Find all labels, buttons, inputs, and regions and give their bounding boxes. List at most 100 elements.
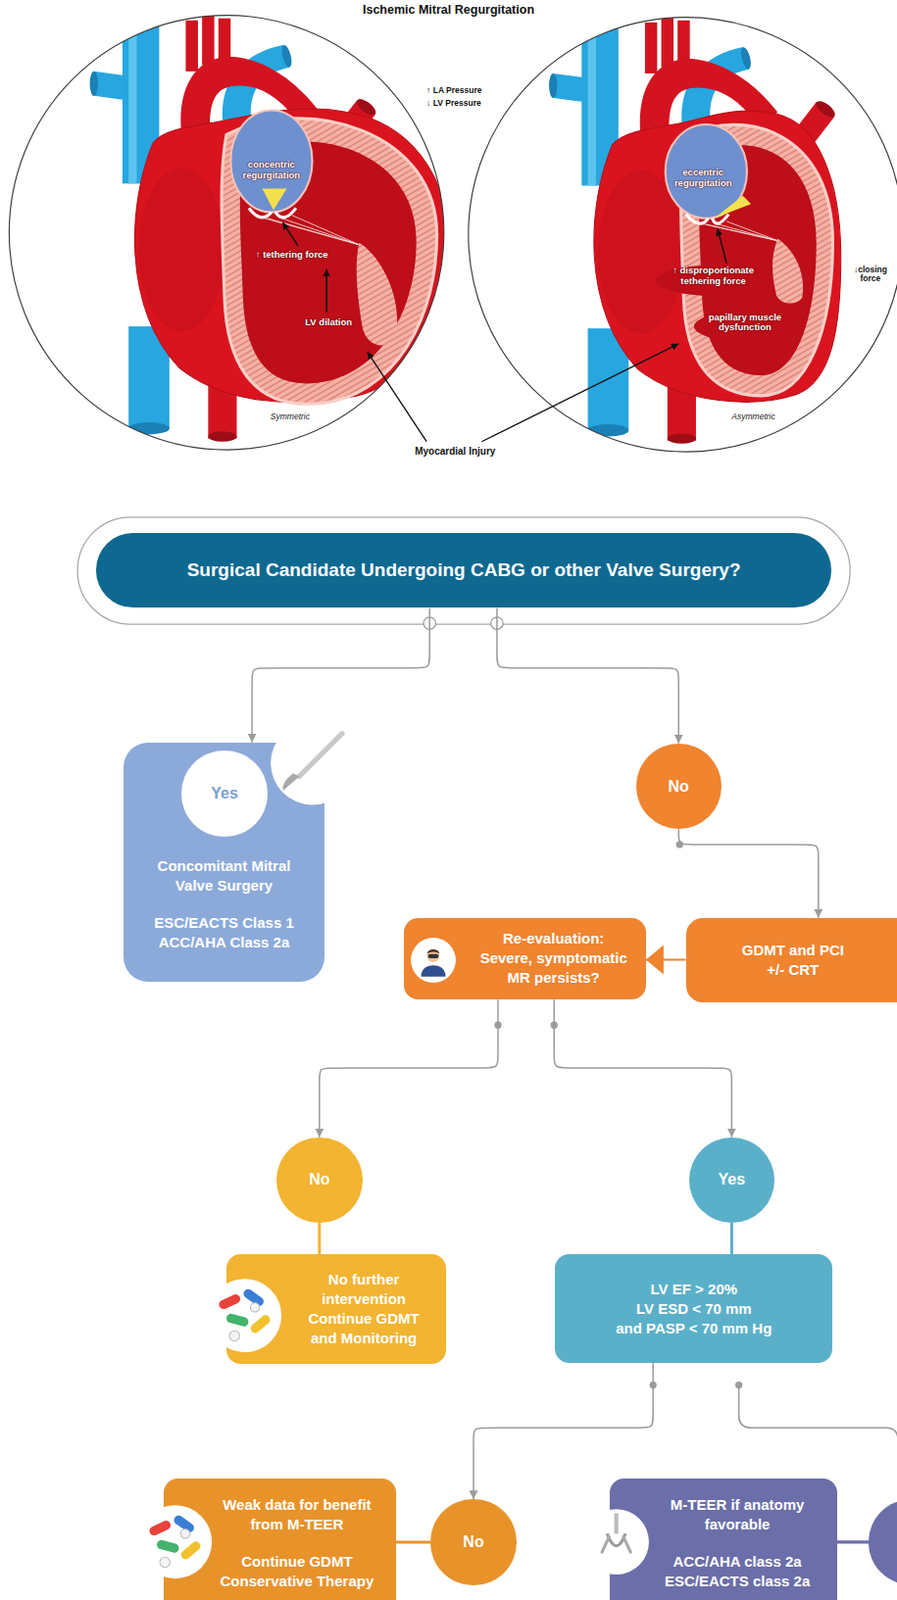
heart-symmetric — [221, 118, 438, 404]
pills-icon — [179, 1541, 203, 1563]
heart-symmetric — [281, 218, 359, 246]
node-text: No further intervention Continue GDMT an… — [302, 1270, 426, 1349]
heart-symmetric — [8, 15, 444, 450]
pills-icon — [207, 1279, 282, 1353]
connector — [317, 1223, 321, 1255]
heart-symmetric — [256, 215, 359, 246]
heart-asymmetric — [726, 221, 778, 242]
doctor-icon — [427, 949, 441, 955]
node-text: Yes — [210, 784, 239, 804]
part-label: concentric regurgitation — [238, 159, 306, 182]
callout-label: Myocardial Injury — [394, 446, 517, 458]
flow-line — [739, 1386, 897, 1442]
decision-box: Re-evaluation: Severe, symptomatic MR pe… — [403, 918, 647, 1000]
heart-symmetric — [249, 207, 272, 218]
panel-label: Asymmetric — [731, 412, 803, 423]
action-box: GDMT and PCI +/- CRT — [686, 918, 897, 1003]
node-text: M-TEER if anatomy favorable — [652, 1495, 822, 1536]
yes-circle-partial — [868, 1499, 897, 1586]
heart-symmetric — [256, 216, 359, 246]
node-text: No — [462, 1533, 484, 1553]
heart-asymmetric — [694, 310, 797, 342]
pills-icon — [229, 1331, 240, 1342]
criteria-box: LV EF > 20%LV ESD < 70 mmand PASP < 70 m… — [554, 1254, 833, 1363]
heart-symmetric — [8, 9, 449, 450]
no-circle: No — [636, 744, 722, 830]
clip-device-icon — [614, 1514, 619, 1536]
node-text: and PASP < 70 mm Hg — [615, 1319, 772, 1340]
doctor-icon — [410, 938, 456, 984]
pills-icon — [250, 1303, 260, 1313]
no-circle: No — [430, 1499, 516, 1586]
scalpel-icon — [282, 773, 299, 792]
part-label: eccentric regurgitation — [669, 167, 738, 190]
part-label: papillary muscle dysfunction — [698, 312, 792, 335]
connector — [678, 829, 819, 919]
heart-asymmetric — [594, 110, 842, 402]
heart-symmetric — [267, 218, 360, 246]
doctor-icon — [427, 949, 441, 963]
yes-circle: Yes — [181, 750, 267, 837]
pills-icon — [203, 1275, 286, 1357]
pills-icon — [225, 1313, 250, 1329]
leader-line — [367, 351, 427, 443]
node-text: LV EF > 20% — [650, 1280, 739, 1300]
heart-asymmetric — [772, 239, 803, 304]
question-box: Surgical Candidate Undergoing CABG or ot… — [96, 533, 833, 608]
connector — [646, 959, 687, 962]
outcome-box: M-TEER if anatomy favorableACC/AHA class… — [609, 1479, 837, 1600]
doctor-icon — [408, 936, 458, 986]
connector — [396, 1541, 431, 1545]
part-label: LV dilation — [293, 317, 365, 329]
doctor-icon — [428, 953, 439, 958]
panel-label: Symmetric — [270, 412, 343, 423]
connector — [251, 607, 430, 743]
node-text: Surgical Candidate Undergoing CABG or ot… — [187, 558, 742, 583]
connector — [730, 1223, 734, 1255]
pills-icon — [249, 1314, 273, 1337]
pills-icon — [155, 1540, 181, 1555]
heart-symmetric — [325, 269, 328, 313]
heart-symmetric — [134, 108, 449, 402]
leader-line — [481, 344, 679, 443]
annotation: ↓closing force — [847, 265, 895, 286]
heart-symmetric — [356, 243, 398, 347]
heart-asymmetric — [712, 214, 730, 225]
pills-icon — [217, 1294, 243, 1312]
pills-icon — [139, 1505, 213, 1580]
heart-symmetric — [292, 215, 360, 246]
pills-icon — [148, 1520, 173, 1539]
heart-asymmetric — [714, 196, 751, 219]
node-text: GDMT and PCI +/- CRT — [735, 941, 851, 981]
heart-asymmetric — [468, 11, 897, 452]
scalpel-icon — [266, 717, 359, 810]
yes-circle: Yes — [689, 1138, 775, 1224]
node-text: Re-evaluation: Severe, symptomatic MR pe… — [477, 929, 630, 989]
heart-asymmetric — [718, 224, 778, 242]
node-text: ESC/EACTS Class 1 — [153, 913, 295, 934]
illustration — [8, 9, 897, 1586]
scalpel-icon — [299, 733, 343, 777]
heart-symmetric — [139, 168, 225, 333]
clip-device-icon — [575, 1501, 657, 1584]
flow-line — [837, 1541, 870, 1545]
heart-symmetric — [230, 109, 312, 212]
node-text: Yes — [718, 1170, 747, 1191]
clip-device-icon — [583, 1510, 649, 1577]
node-text: No — [668, 777, 690, 798]
heart-asymmetric — [717, 228, 727, 263]
node-text: No — [308, 1170, 330, 1191]
scalpel-icon — [270, 721, 354, 805]
pills-icon — [159, 1558, 170, 1569]
heart-asymmetric — [686, 214, 709, 225]
heart-asymmetric — [696, 221, 778, 242]
connector — [553, 999, 732, 1139]
question-frame — [77, 517, 850, 625]
no-circle: No — [276, 1138, 362, 1224]
pills-icon — [134, 1501, 216, 1584]
node-text: Weak data for benefit from M-TEER — [212, 1495, 382, 1536]
doctor-icon — [421, 965, 447, 977]
node-text: LV ESD < 70 mm — [636, 1299, 752, 1320]
node-text: ACC/AHA Class 2a — [158, 933, 291, 953]
